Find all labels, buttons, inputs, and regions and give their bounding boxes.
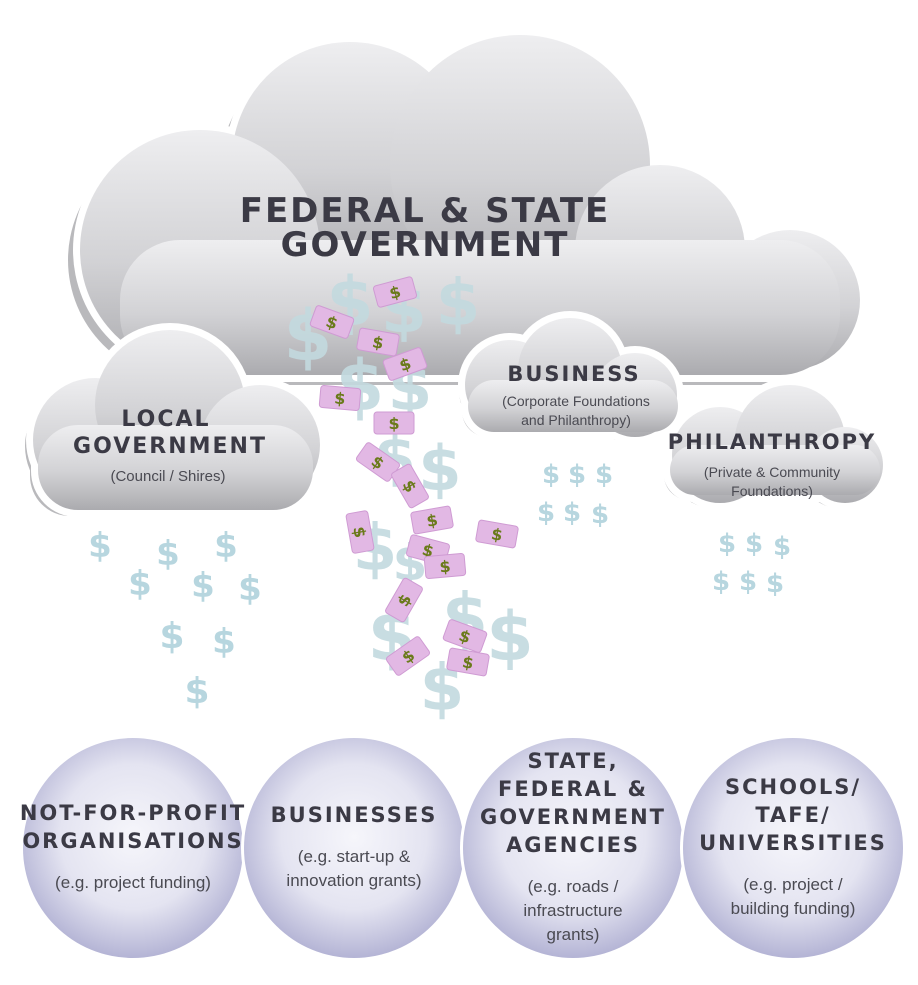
federal-title-line2: GOVERNMENT — [281, 225, 570, 265]
local-title-line1: LOCAL — [121, 407, 210, 432]
dollar-icon: $ — [184, 671, 209, 712]
money-bill: $ — [475, 519, 519, 549]
money-bill: $ — [442, 619, 488, 653]
business-title: BUSINESS — [507, 362, 640, 386]
dollar-icon: $ — [212, 622, 236, 662]
recipient-title: UNIVERSITIES — [699, 831, 887, 855]
dollar-icon: $ — [425, 510, 439, 531]
dollar-icon: $ — [191, 566, 215, 606]
federal-state-cloud: FEDERAL & STATE GOVERNMENT — [68, 28, 867, 385]
money-bill: $ — [423, 553, 467, 579]
local-subtitle: (Council / Shires) — [110, 468, 225, 485]
business-subtitle-line2: and Philanthropy) — [521, 412, 631, 428]
recipient-circle: SCHOOLS/TAFE/UNIVERSITIES (e.g. project /… — [680, 735, 906, 961]
dollar-icon: $ — [159, 616, 184, 657]
dollar-rain-small: $$$$$$$$$$$$$$$$$$$$$ — [88, 460, 791, 712]
dollar-icon: $ — [387, 282, 403, 303]
recipient-title: ORGANISATIONS — [22, 829, 243, 853]
local-title-line2: GOVERNMENT — [73, 434, 267, 459]
dollar-icon: $ — [88, 526, 112, 566]
dollar-icon: $ — [537, 498, 555, 528]
money-bill: $ — [385, 577, 423, 623]
money-bill: $ — [356, 327, 400, 357]
money-bill: $ — [373, 411, 415, 435]
dollar-icon: $ — [542, 460, 560, 490]
local-government-cloud: LOCAL GOVERNMENT (Council / Shires) — [25, 323, 327, 517]
recipient-circles: NOT-FOR-PROFIT ORGANISATIONS (e.g. project… — [20, 735, 906, 961]
dollar-icon: $ — [461, 652, 475, 673]
business-subtitle-line1: (Corporate Foundations — [502, 393, 650, 409]
dollar-icon: $ — [371, 332, 385, 353]
dollar-icon: $ — [773, 532, 791, 562]
money-bill: $ — [446, 647, 490, 677]
money-bill: $ — [385, 636, 431, 676]
recipient-description: (e.g. project / — [743, 875, 842, 894]
dollar-icon: $ — [718, 529, 736, 559]
recipient-title: GOVERNMENT — [480, 805, 666, 829]
recipient-title: SCHOOLS/ — [725, 775, 861, 799]
money-bill: $ — [391, 463, 429, 509]
recipient-title: FEDERAL & — [498, 777, 648, 801]
dollar-icon: $ — [591, 500, 609, 530]
recipient-description: innovation grants) — [286, 871, 421, 890]
recipient-title: TAFE/ — [755, 803, 830, 827]
philanthropy-title: PHILANTHROPY — [668, 430, 877, 454]
money-bill: $ — [309, 305, 355, 339]
recipient-circle: STATE, FEDERAL & GOVERNMENT AGENCIES (e.g. r… — [460, 735, 686, 961]
recipient-title: BUSINESSES — [271, 803, 438, 827]
recipient-circle: NOT-FOR-PROFIT ORGANISATIONS (e.g. project… — [20, 735, 246, 961]
dollar-icon: $ — [486, 598, 533, 677]
recipient-description: grants) — [547, 925, 600, 944]
recipient-title: NOT-FOR-PROFIT — [20, 801, 246, 825]
recipient-circle: BUSINESSES (e.g. start-up & innovation gra… — [241, 735, 467, 961]
dollar-icon: $ — [388, 414, 399, 433]
dollar-icon: $ — [739, 567, 757, 597]
dollar-icon: $ — [349, 525, 370, 539]
money-bill: $ — [382, 347, 428, 381]
money-bills: $$$$$$$$$$$$$$$$$ — [309, 276, 519, 677]
dollar-icon: $ — [214, 526, 238, 566]
money-bill: $ — [373, 276, 417, 308]
dollar-rain-federal: $$$$$$$$$$$$$$ — [284, 263, 534, 726]
recipient-description: (e.g. project funding) — [55, 873, 211, 892]
dollar-icon: $ — [745, 529, 763, 559]
money-bill: $ — [345, 510, 375, 554]
dollar-icon: $ — [436, 267, 481, 341]
philanthropy-subtitle-line1: (Private & Community — [704, 464, 840, 480]
dollar-icon: $ — [563, 498, 581, 528]
dollar-icon: $ — [334, 389, 347, 409]
dollar-icon: $ — [238, 569, 262, 609]
recipient-description: building funding) — [731, 899, 856, 918]
dollar-icon: $ — [439, 557, 452, 577]
philanthropy-cloud: PHILANTHROPY (Private & Community Founda… — [663, 378, 890, 510]
federal-title-line1: FEDERAL & STATE — [240, 191, 611, 231]
recipient-description: (e.g. roads / — [528, 877, 619, 896]
dollar-icon: $ — [128, 564, 152, 604]
recipient-description: infrastructure — [523, 901, 622, 920]
recipient-title: STATE, — [527, 749, 618, 773]
dollar-icon: $ — [712, 567, 730, 597]
dollar-icon: $ — [568, 460, 586, 490]
dollar-icon: $ — [595, 460, 613, 490]
dollar-icon: $ — [156, 534, 180, 574]
dollar-icon: $ — [490, 524, 504, 545]
recipient-description: (e.g. start-up & — [298, 847, 411, 866]
money-bill: $ — [410, 505, 454, 535]
business-cloud: BUSINESS (Corporate Foundations and Phil… — [458, 311, 685, 444]
recipient-title: AGENCIES — [506, 833, 640, 857]
money-bill: $ — [318, 385, 362, 411]
dollar-icon: $ — [766, 569, 784, 599]
philanthropy-subtitle-line2: Foundations) — [731, 483, 813, 499]
